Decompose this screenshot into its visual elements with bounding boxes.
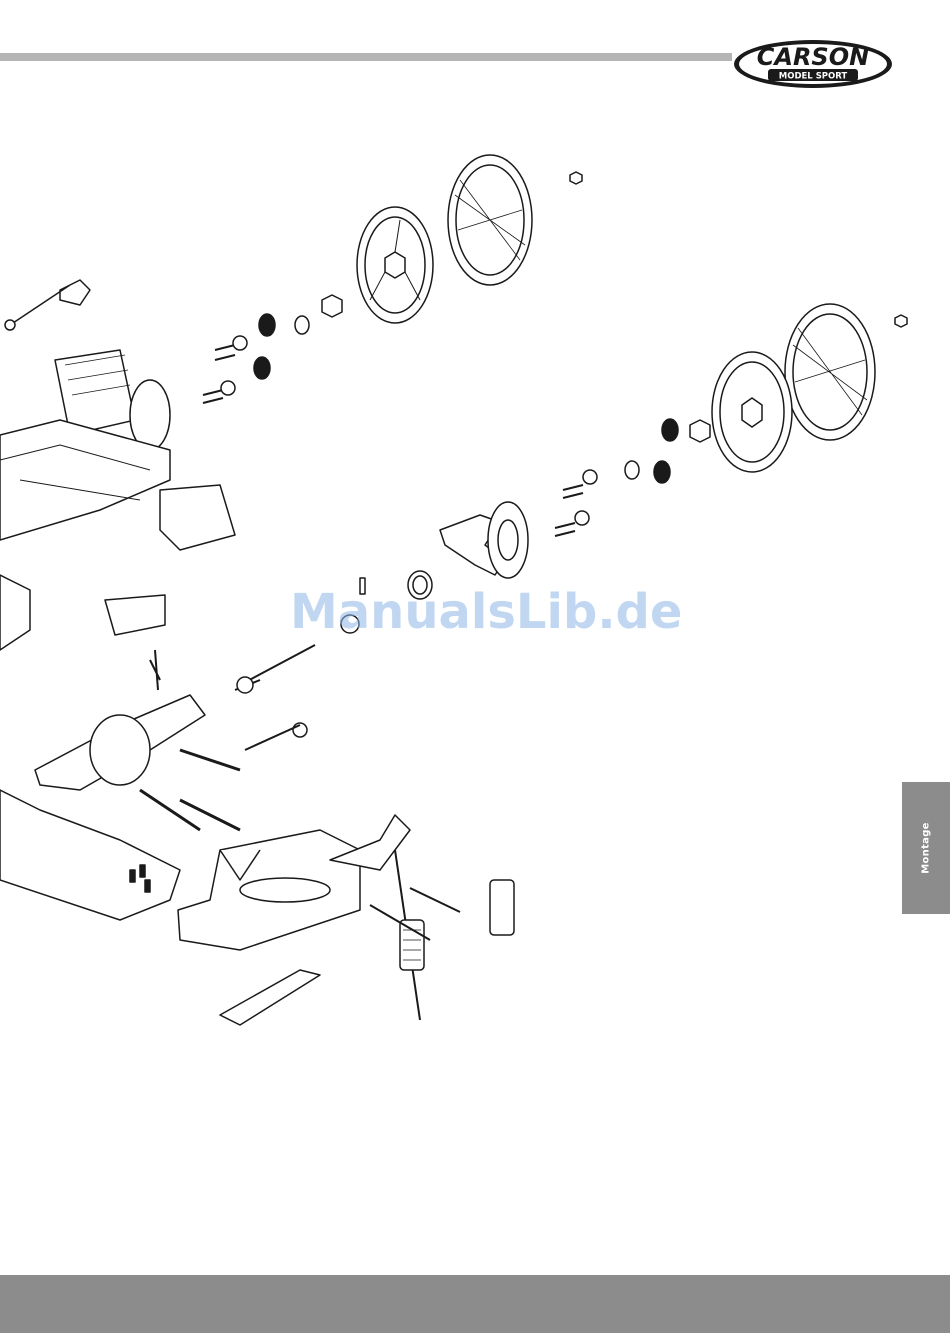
watermark-text: ManualsLib.de <box>290 584 670 640</box>
rear-hardware <box>555 419 710 536</box>
bumper-and-shock <box>178 815 514 1025</box>
servo-and-chassis <box>0 280 235 650</box>
logo-brand: CARSON <box>757 43 869 71</box>
front-hardware <box>203 295 342 403</box>
wheel-rear <box>712 304 907 472</box>
wheel-front <box>357 155 582 323</box>
carson-logo: CARSON MODEL SPORT <box>732 38 894 90</box>
header-rule <box>0 53 732 61</box>
section-tab: Montage <box>902 782 950 914</box>
logo-tagline: MODEL SPORT <box>779 72 848 82</box>
footer-bar <box>0 1275 950 1333</box>
section-tab-label: Montage <box>921 822 932 874</box>
